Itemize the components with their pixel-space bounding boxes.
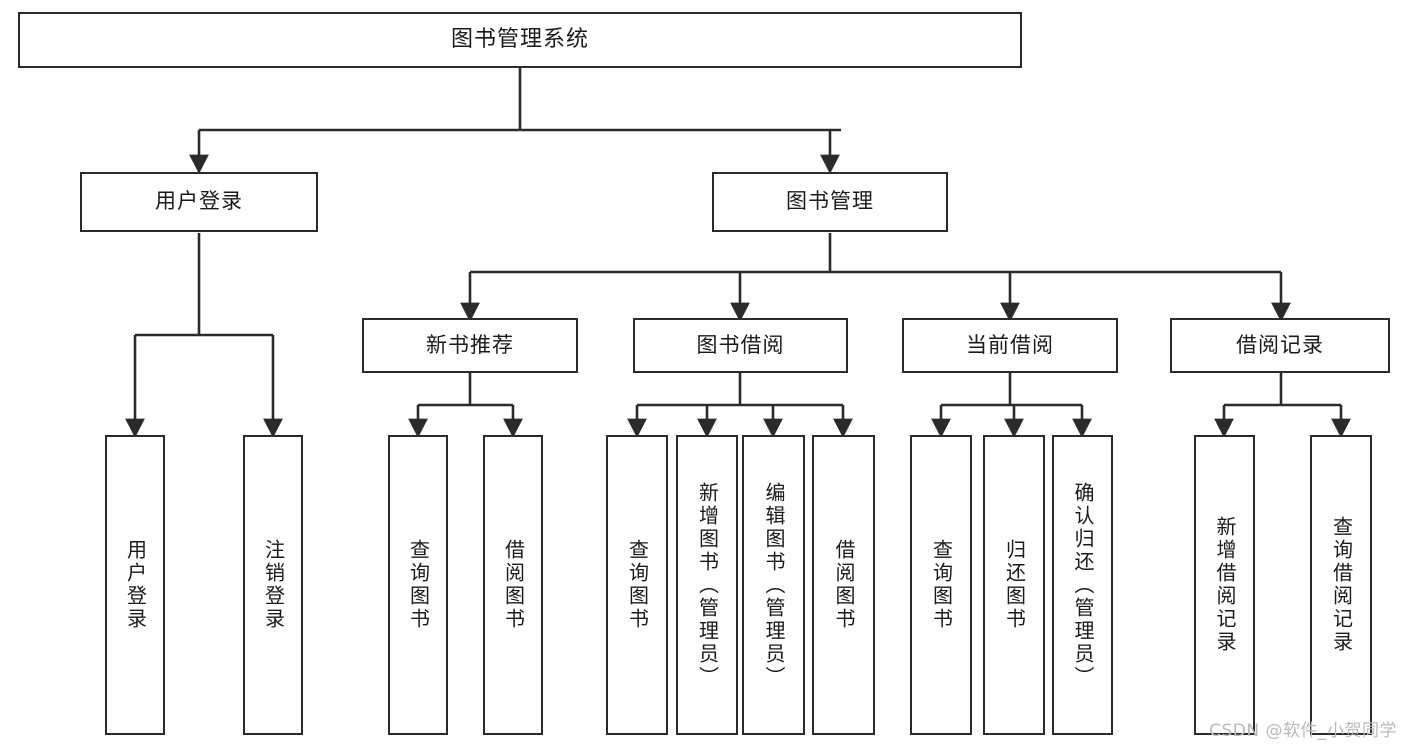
node-new-book-recommendation[interactable]: 新书推荐: [362, 318, 578, 373]
leaf-confirm-return[interactable]: 确认归还（管理员）: [1052, 435, 1113, 735]
leaf-confirm-return-label: 确认归还（管理员）: [1071, 481, 1095, 689]
leaf-return-book-label: 归还图书: [1002, 539, 1027, 631]
leaf-add-book-label: 新增图书（管理员）: [695, 481, 720, 689]
node-borrow-record[interactable]: 借阅记录: [1170, 318, 1390, 373]
leaf-query-book-3-label: 查询图书: [929, 539, 954, 631]
node-borrow-record-label: 借阅记录: [1236, 332, 1324, 357]
leaf-query-borrow-record-label: 查询借阅记录: [1329, 516, 1354, 654]
node-new-book-recommendation-label: 新书推荐: [426, 332, 514, 357]
node-book-borrow[interactable]: 图书借阅: [633, 318, 848, 373]
node-user-login[interactable]: 用户登录: [80, 172, 318, 232]
watermark: CSDN @软件_小贺同学: [1209, 721, 1397, 741]
leaf-borrow-book-2[interactable]: 借阅图书: [812, 435, 875, 735]
node-root-label: 图书管理系统: [450, 26, 589, 52]
node-book-manage-label: 图书管理: [786, 189, 874, 214]
leaf-user-login[interactable]: 用户登录: [105, 435, 165, 735]
leaf-logout[interactable]: 注销登录: [243, 435, 303, 735]
leaf-query-book-2[interactable]: 查询图书: [606, 435, 668, 735]
node-book-manage[interactable]: 图书管理: [712, 172, 948, 232]
node-root[interactable]: 图书管理系统: [18, 12, 1022, 68]
leaf-edit-book-label: 编辑图书（管理员）: [762, 481, 786, 689]
leaf-query-book-3[interactable]: 查询图书: [910, 435, 972, 735]
node-current-borrow[interactable]: 当前借阅: [902, 318, 1118, 373]
leaf-query-borrow-record[interactable]: 查询借阅记录: [1310, 435, 1372, 735]
node-user-login-label: 用户登录: [155, 189, 243, 214]
node-book-borrow-label: 图书借阅: [696, 332, 785, 357]
leaf-query-book-1[interactable]: 查询图书: [388, 435, 448, 735]
leaf-add-book[interactable]: 新增图书（管理员）: [676, 435, 738, 735]
leaf-user-login-label: 用户登录: [123, 539, 148, 631]
leaf-add-borrow-record[interactable]: 新增借阅记录: [1194, 435, 1255, 735]
leaf-borrow-book-2-label: 借阅图书: [832, 539, 856, 631]
leaf-logout-label: 注销登录: [261, 539, 286, 631]
leaf-return-book[interactable]: 归还图书: [983, 435, 1045, 735]
leaf-query-book-2-label: 查询图书: [625, 539, 650, 631]
leaf-add-borrow-record-label: 新增借阅记录: [1213, 516, 1237, 654]
leaf-edit-book[interactable]: 编辑图书（管理员）: [742, 435, 805, 735]
leaf-borrow-book-1[interactable]: 借阅图书: [483, 435, 543, 735]
leaf-query-book-1-label: 查询图书: [406, 539, 431, 631]
leaf-borrow-book-1-label: 借阅图书: [501, 539, 526, 631]
node-current-borrow-label: 当前借阅: [966, 332, 1054, 357]
